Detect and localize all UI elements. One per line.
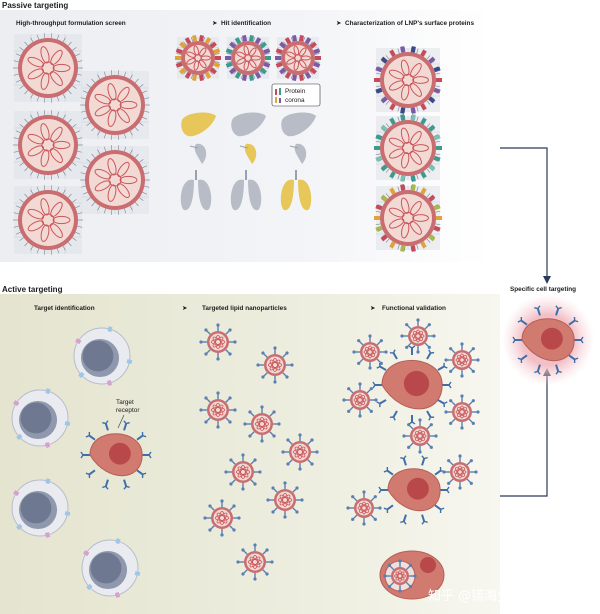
lnp-screen-1	[13, 33, 83, 103]
watermark-text: 知乎 @锘海生命科学	[428, 588, 549, 604]
lungs-2	[230, 170, 262, 211]
lnp-screen-3	[13, 110, 83, 180]
targeted-lnp-1	[199, 323, 237, 361]
targeted-lnp-3	[199, 391, 237, 429]
specific-cell-targeting-title: Specific cell targeting	[510, 286, 576, 293]
lungs-1	[180, 170, 212, 211]
targeted-lnp-7	[266, 481, 304, 519]
grey-cell-2	[11, 388, 71, 448]
step-formulation-screen: High-throughput formulation screen	[16, 20, 126, 27]
step-target-identification: Target identification	[34, 305, 95, 312]
targeted-lnp-8	[203, 499, 241, 537]
targeted-lnp-5	[281, 433, 319, 471]
bound-lnp-a4	[342, 382, 378, 418]
illustration-layer	[11, 33, 594, 600]
targeted-lnp-2	[256, 346, 294, 384]
lnp-corona-2	[374, 114, 442, 182]
targeted-lnp-6	[224, 453, 262, 491]
connector-active	[500, 374, 548, 497]
bound-lnp-b2	[442, 454, 478, 490]
step-hit-identification: Hit identification	[221, 20, 271, 27]
grey-cell-1	[73, 326, 133, 386]
active-targeting-title: Active targeting	[2, 285, 63, 294]
target-receptor-label-2: receptor	[116, 407, 140, 414]
lnp-hit-3	[275, 35, 321, 81]
connector-passive	[500, 147, 548, 278]
target-cell	[80, 420, 152, 490]
passive-targeting-title: Passive targeting	[2, 1, 68, 10]
arrow-glyph-2: ➤	[336, 20, 341, 27]
lnp-screen-2	[80, 70, 150, 140]
targeted-lnp-9	[236, 543, 274, 581]
spleen-3	[289, 143, 307, 164]
lnp-corona-1	[374, 46, 442, 114]
step-functional-validation: Functional validation	[382, 305, 446, 312]
target-receptor-label-1: Target	[116, 399, 134, 406]
legend-text-line1: Protein	[285, 88, 306, 95]
spleen-2	[239, 143, 257, 164]
bound-lnp-a5	[444, 394, 480, 430]
protein-corona-legend: Protein corona	[271, 83, 321, 107]
arrow-glyph-1: ➤	[212, 20, 217, 27]
grey-cell-4	[81, 538, 141, 598]
step-targeted-lnps: Targeted lipid nanoparticles	[202, 305, 287, 312]
step-surface-proteins: Characterization of LNP's surface protei…	[345, 20, 474, 27]
liver-2	[231, 112, 266, 137]
validation-cell-2	[378, 455, 450, 525]
lnp-corona-3	[374, 184, 442, 252]
arrow-glyph-4: ➤	[370, 305, 375, 312]
bound-lnp-a2	[400, 318, 436, 354]
arrow-glyph-3: ➤	[182, 305, 187, 312]
lungs-3	[280, 170, 312, 211]
bound-lnp-a1	[352, 334, 388, 370]
lnp-hit-1	[175, 35, 221, 81]
bound-lnp-a3	[444, 342, 480, 378]
lnp-hit-2	[225, 35, 271, 81]
lnp-screen-5	[13, 185, 83, 255]
bound-lnp-a6	[402, 418, 438, 454]
liver-3	[281, 112, 316, 137]
bound-lnp-b1	[346, 490, 382, 526]
outcome-target-cell	[512, 305, 584, 375]
lnp-screen-4	[80, 145, 150, 215]
liver-1	[181, 112, 216, 137]
spleen-1	[189, 143, 207, 164]
validation-cell-1	[372, 345, 452, 425]
targeted-lnp-4	[243, 405, 281, 443]
legend-text-line2: corona	[285, 97, 305, 104]
internalized-lnp	[383, 559, 417, 593]
grey-cell-3	[11, 478, 71, 538]
